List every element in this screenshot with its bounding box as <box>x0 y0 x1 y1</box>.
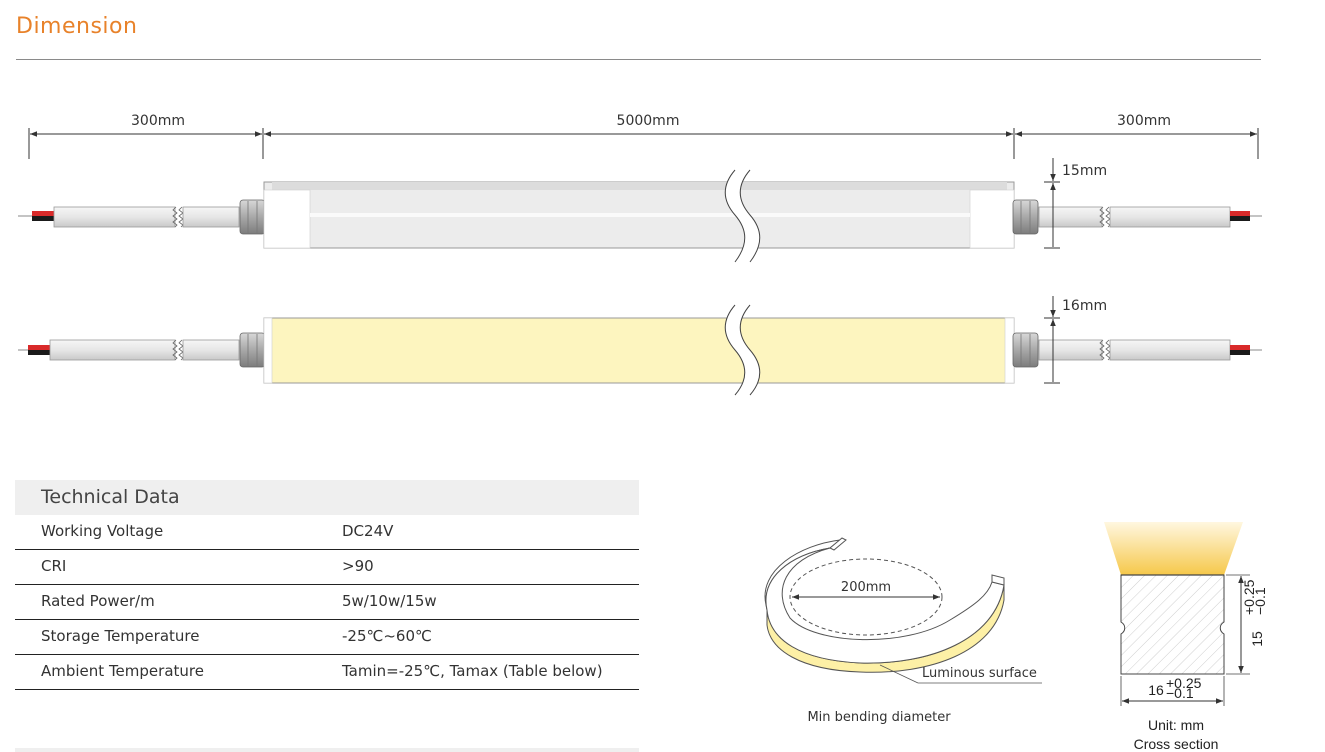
row-value: Tamin=-25℃, Tamax (Table below) <box>342 662 603 680</box>
height-tol-minus: −0.1 <box>1252 587 1268 615</box>
row-value: >90 <box>342 557 374 575</box>
row-value: -25℃~60℃ <box>342 627 432 645</box>
table-row: Working Voltage DC24V <box>15 515 639 550</box>
bend-diameter-label: 200mm <box>841 580 891 595</box>
title-divider <box>16 59 1261 60</box>
page-title: Dimension <box>16 14 138 39</box>
strip-length: 5000mm <box>617 113 680 129</box>
technical-data-heading: Technical Data <box>15 480 639 515</box>
table-row: CRI >90 <box>15 550 639 585</box>
strip-unlit: 15mm <box>18 158 1262 263</box>
width-tol-minus: −0.1 <box>1166 685 1194 701</box>
row-label: Rated Power/m <box>41 592 155 610</box>
length-dimension: 300mm 5000mm 300mm <box>28 113 1259 159</box>
lead-right-length: 300mm <box>1117 113 1171 129</box>
width-value: 16 <box>1148 682 1164 698</box>
row-label: Storage Temperature <box>41 627 200 645</box>
row-value: 5w/10w/15w <box>342 592 437 610</box>
bending-diagram: 200mm Luminous surface Min bending diame… <box>764 537 1042 725</box>
table-row: Rated Power/m 5w/10w/15w <box>15 585 639 620</box>
row-label: Working Voltage <box>41 522 164 540</box>
table-row: Storage Temperature -25℃~60℃ <box>15 620 639 655</box>
lead-left-length: 300mm <box>131 113 185 129</box>
height-16mm: 16mm <box>1062 298 1107 314</box>
height-value: 15 <box>1249 631 1265 647</box>
height-15mm: 15mm <box>1062 163 1107 179</box>
row-label: Ambient Temperature <box>41 662 204 680</box>
bending-caption: Min bending diameter <box>807 710 951 725</box>
table-row: Ambient Temperature Tamin=-25℃, Tamax (T… <box>15 655 639 690</box>
cross-section-diagram: 15 +0.25 −0.1 16 +0.25 −0.1 Unit: mm Cro… <box>1104 522 1268 752</box>
unit-label: Unit: mm <box>1148 717 1204 733</box>
cross-section-caption: Cross section <box>1134 736 1219 752</box>
table-footer-bar <box>15 748 639 752</box>
technical-data-table: Technical Data Working Voltage DC24V CRI… <box>15 480 639 690</box>
row-value: DC24V <box>342 522 394 540</box>
strip-lit: 16mm <box>18 296 1262 396</box>
height-tol-plus: +0.25 <box>1241 579 1257 615</box>
width-tol-plus: +0.25 <box>1166 675 1202 691</box>
luminous-surface-label: Luminous surface <box>922 666 1037 681</box>
row-label: CRI <box>41 557 67 575</box>
